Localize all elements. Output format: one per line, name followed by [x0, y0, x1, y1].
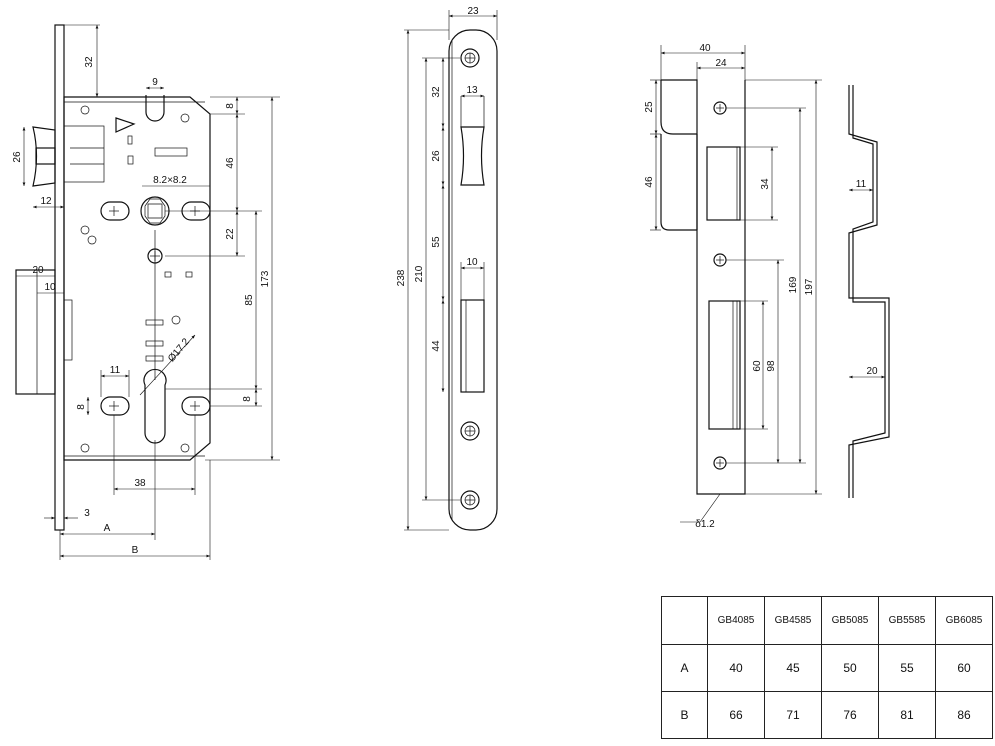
dim-22: 22: [225, 228, 236, 240]
fp-dim-238: 238: [396, 269, 407, 286]
faceplate-latch-opening: [460, 126, 485, 186]
sp-dim-98: 98: [766, 360, 777, 372]
fp-dim-26: 26: [431, 150, 442, 162]
sp-dim-34: 34: [760, 178, 771, 190]
sp-dim-24: 24: [715, 58, 727, 69]
sp-dim-60: 60: [752, 360, 763, 372]
table-row-label: A: [661, 644, 708, 692]
dim-8-top: 8: [225, 103, 236, 109]
lock-front-plate: [54, 24, 65, 531]
faceplate-screw-top: [460, 48, 480, 68]
table-cell: 60: [935, 644, 993, 692]
strike-latch-opening: [706, 146, 741, 221]
table-header-cell: GB5085: [821, 596, 879, 645]
strike-bolt-opening: [708, 300, 741, 430]
dim-8-left: 8: [76, 404, 87, 410]
dim-38: 38: [134, 478, 146, 489]
table-cell: 86: [935, 691, 993, 739]
fp-dim-10: 10: [466, 257, 478, 268]
dim-32: 32: [84, 56, 95, 68]
sp-thickness: δ1.2: [695, 519, 715, 530]
dim-3: 3: [84, 508, 90, 519]
fp-dim-32: 32: [431, 86, 442, 98]
lock-case-outline: [63, 96, 211, 461]
dim-173: 173: [260, 270, 271, 287]
table-header-cell: [661, 596, 708, 645]
table-cell: 50: [821, 644, 879, 692]
dim-8-2x8-2: 8.2×8.2: [153, 175, 187, 186]
table-header-cell: GB4085: [707, 596, 765, 645]
faceplate-screw-bottom: [460, 490, 480, 510]
dim-b: B: [132, 545, 139, 556]
table-row-label: B: [661, 691, 708, 739]
sp-dim-40: 40: [699, 43, 711, 54]
table-cell: 71: [764, 691, 822, 739]
sp-dim-25: 25: [644, 101, 655, 113]
dim-8-right: 8: [242, 396, 253, 402]
latch-bolt: [32, 126, 56, 187]
table-row: B 66 71 76 81 86: [661, 691, 993, 739]
fp-dim-13: 13: [466, 85, 478, 96]
table-cell: 76: [821, 691, 879, 739]
faceplate-bolt-opening: [460, 299, 485, 393]
strike-side-profile: [848, 85, 890, 498]
table-cell: 55: [878, 644, 936, 692]
fp-dim-210: 210: [414, 265, 425, 282]
faceplate-view: 23 32 13 26 238 210 55 10 44: [396, 6, 498, 531]
table-header-cell: GB6085: [935, 596, 993, 645]
table-header-cell: GB4585: [764, 596, 822, 645]
table-cell: 40: [707, 644, 765, 692]
fp-dim-23: 23: [467, 6, 479, 17]
dim-85: 85: [244, 294, 255, 306]
table-cell: 45: [764, 644, 822, 692]
strike-hole-bottom: [713, 456, 727, 470]
dim-20: 20: [32, 265, 44, 276]
dim-10: 10: [44, 282, 56, 293]
strike-hole-mid: [713, 253, 727, 267]
fp-dim-55: 55: [431, 236, 442, 248]
strike-plate-outline: [661, 79, 746, 495]
dim-46: 46: [225, 157, 236, 169]
strike-hole-top: [713, 101, 727, 115]
strike-plate-view: 40 24 25 46 34 169 197 60 98 δ1.2: [644, 43, 890, 530]
table-cell: 66: [707, 691, 765, 739]
dim-26: 26: [12, 151, 23, 163]
faceplate-outline: [448, 29, 498, 531]
table-header-row: GB4085 GB4585 GB5085 GB5585 GB6085: [661, 596, 993, 645]
dim-12: 12: [40, 196, 52, 207]
model-spec-table: GB4085 GB4585 GB5085 GB5585 GB6085 A 40 …: [661, 596, 993, 739]
table-row: A 40 45 50 55 60: [661, 644, 993, 692]
dead-bolt: [15, 269, 56, 395]
dim-11: 11: [110, 365, 121, 376]
dim-9: 9: [152, 77, 158, 88]
dim-a: A: [104, 523, 111, 534]
sp-dim-20: 20: [866, 366, 878, 377]
dim-17-2: Ø17.2: [166, 336, 192, 364]
sp-dim-11: 11: [856, 179, 867, 190]
table-header-cell: GB5585: [878, 596, 936, 645]
sp-dim-46: 46: [644, 176, 655, 188]
faceplate-screw-mid: [460, 421, 480, 441]
lock-body-view: 32 9 8 26 46 8.2×8.2 12 22 173 20 10 85 …: [12, 24, 280, 560]
sp-dim-197: 197: [804, 278, 815, 295]
sp-dim-169: 169: [788, 276, 799, 293]
fp-dim-44: 44: [431, 340, 442, 352]
table-cell: 81: [878, 691, 936, 739]
cylinder-hole: [143, 368, 167, 444]
